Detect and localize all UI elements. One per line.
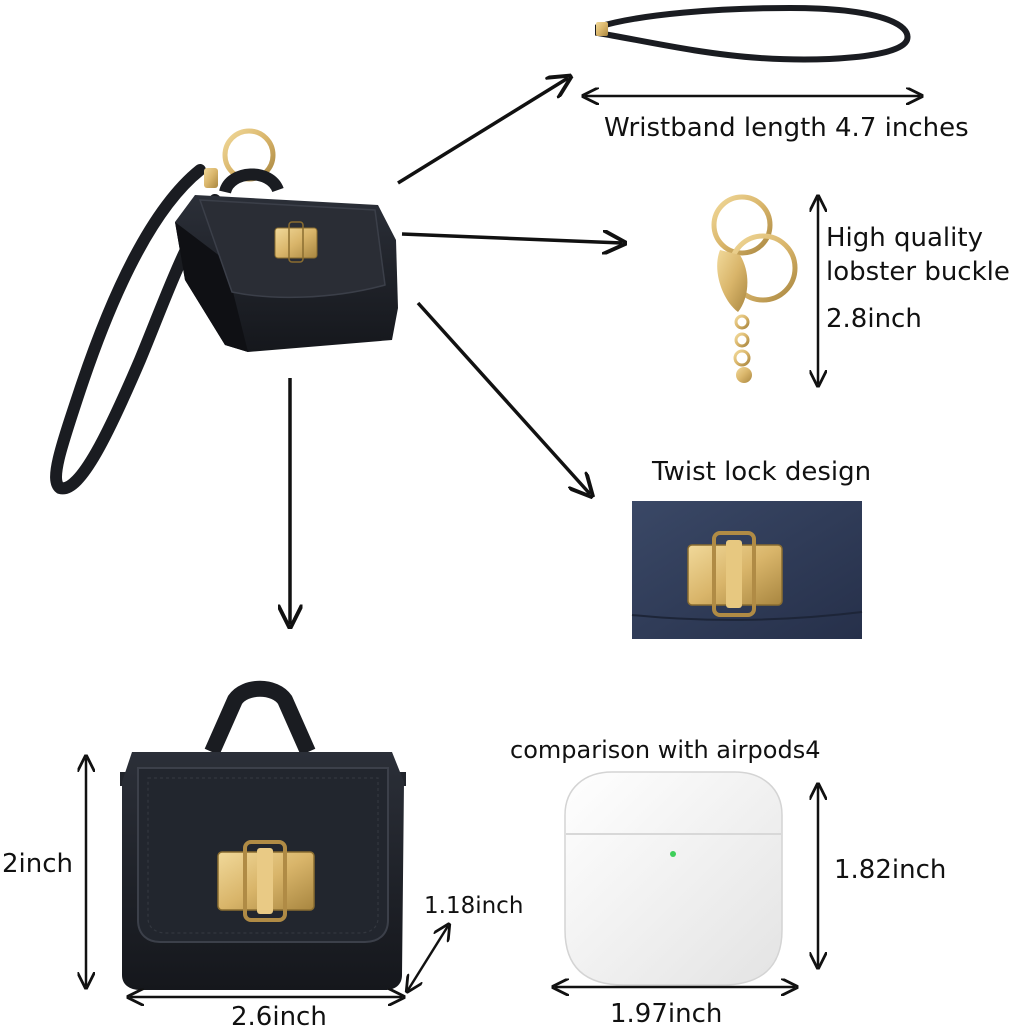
twist-lock-image xyxy=(631,501,863,639)
airpods-height-label: 1.82inch xyxy=(834,855,947,885)
airpods-case-image xyxy=(564,771,783,986)
arrow-to-twist-lock xyxy=(416,301,590,494)
buckle-size-label: 2.8inch xyxy=(826,304,922,334)
twist-lock-label: Twist lock design xyxy=(652,457,872,487)
comparison-label: comparison with airpods4 xyxy=(510,736,821,764)
airpods-width-label: 1.97inch xyxy=(610,999,723,1029)
bag-height-label: 2inch xyxy=(2,849,74,879)
buckle-quality-label-line2: lobster buckle xyxy=(826,257,1010,287)
bag-front-image xyxy=(120,680,406,990)
bag-depth-arrow xyxy=(408,926,448,990)
lobster-buckle-image xyxy=(711,194,798,383)
arrow-to-wristband xyxy=(397,78,568,185)
bag-depth-label: 1.18inch xyxy=(424,893,524,919)
buckle-quality-label-line1: High quality xyxy=(826,223,983,253)
bag-width-label: 2.6inch xyxy=(231,1002,327,1032)
arrow-to-buckle xyxy=(401,234,622,243)
main-bag-image xyxy=(50,128,398,495)
wristband-image xyxy=(595,4,911,63)
wristband-length-label: Wristband length 4.7 inches xyxy=(604,113,969,143)
